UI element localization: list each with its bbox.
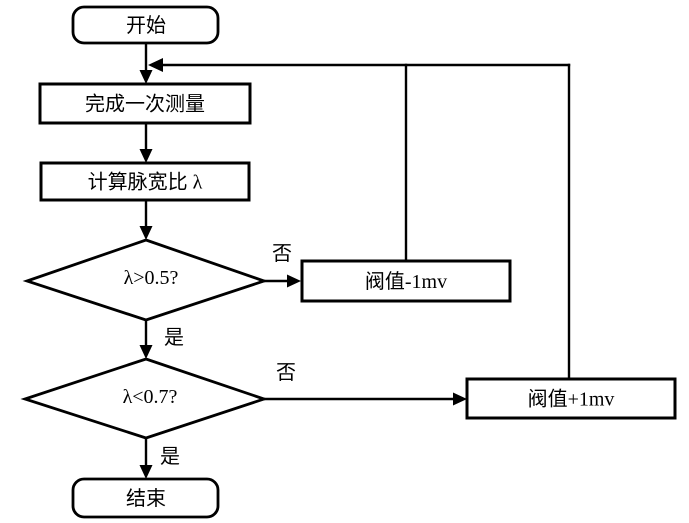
measure-node-label: 完成一次测量	[85, 93, 205, 116]
start-node	[71, 5, 220, 45]
threshold-minus-node-label: 阀值-1mv	[365, 270, 447, 293]
end-node-label: 结束	[126, 487, 166, 510]
measure-node	[38, 82, 252, 125]
decision1-no-label: 否	[272, 243, 292, 265]
threshold-plus-node-label: 阀值+1mv	[528, 388, 615, 411]
decision2-node-label: λ<0.7?	[123, 386, 178, 408]
arrowhead-into-threshold-minus	[287, 274, 301, 288]
threshold-minus-node	[300, 259, 512, 303]
arrowhead-into-end	[139, 465, 153, 479]
end-node	[71, 477, 220, 519]
start-node-label: 开始	[126, 14, 166, 37]
arrowhead-into-decision2	[139, 345, 153, 359]
arrowhead-into-measure	[139, 70, 153, 84]
feedback-arrowhead-left	[148, 58, 163, 72]
arrowhead-into-decision1	[139, 226, 153, 240]
calc-node-label: 计算脉宽比 λ	[88, 171, 203, 194]
arrowhead-into-calc	[139, 149, 153, 163]
decision1-node	[22, 238, 269, 322]
decision2-no-label: 否	[276, 362, 296, 384]
decision2-node	[20, 357, 269, 440]
decision2-yes-label: 是	[160, 446, 180, 468]
arrowhead-into-threshold-plus	[453, 392, 467, 406]
calc-node	[39, 161, 251, 202]
decision1-node-label: λ>0.5?	[124, 267, 179, 289]
decision1-yes-label: 是	[164, 327, 184, 349]
threshold-plus-node	[465, 377, 677, 420]
